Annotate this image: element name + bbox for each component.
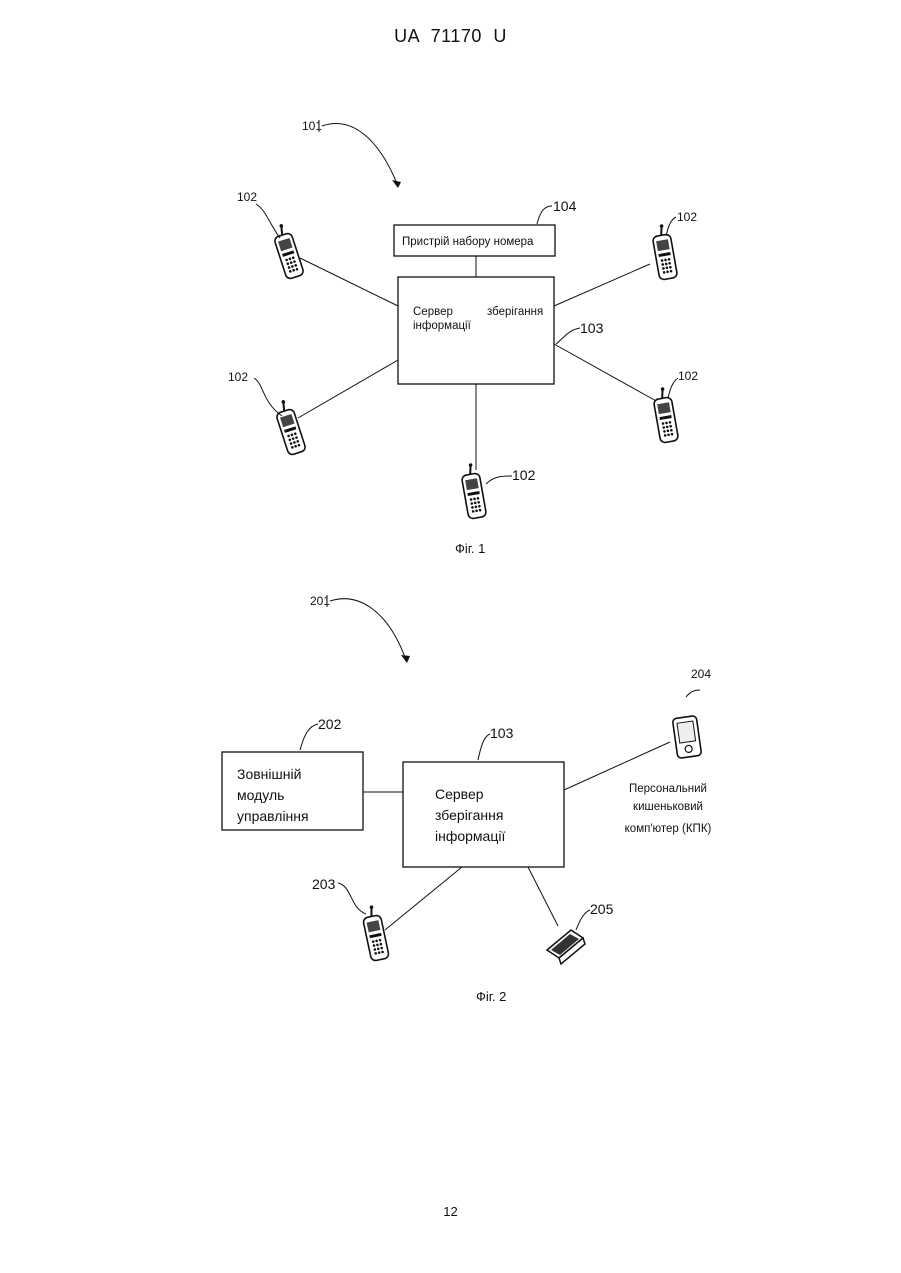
fig1-phone-top-left-leader	[256, 204, 280, 238]
fig2-control-line-2: модуль	[237, 787, 284, 803]
fig1-phone-bottom-left-icon	[272, 398, 306, 456]
fig2-phone-leader	[338, 883, 366, 914]
fig1-phone-bottom-left-leader	[254, 378, 282, 416]
fig2-pda-text-2: кишеньковий	[633, 801, 703, 813]
figure-2: 201 Зовнішній модуль управління 202 Серв…	[222, 594, 712, 1004]
fig1-phone-bottom-icon	[459, 462, 486, 519]
fig1-arrowhead	[392, 180, 401, 188]
fig1-phone-bottom-leader	[486, 476, 512, 484]
fig2-system-arrow	[330, 599, 406, 660]
fig2-pda-leader	[686, 690, 700, 697]
fig1-phone-bottom-right-icon	[651, 386, 678, 443]
fig2-server-line-2: зберігання	[435, 807, 503, 823]
fig2-link-laptop	[528, 867, 558, 926]
fig2-server-leader	[478, 734, 490, 760]
fig1-dialer-text: Пристрій набору номера	[402, 236, 534, 248]
fig1-server-text-b: зберігання	[487, 306, 543, 318]
fig1-phone-bottom-right-leader	[668, 378, 678, 398]
fig2-pda-label: 204	[691, 667, 711, 681]
fig1-link-phone-bottom-left	[298, 360, 398, 418]
fig2-pda-icon	[672, 716, 701, 759]
fig1-system-arrow	[322, 124, 398, 187]
fig2-server-line-3: інформації	[435, 828, 505, 844]
figure-1: 101 Пристрій набору номера 104 Сервер зб…	[228, 119, 698, 556]
page-number: 12	[0, 1204, 901, 1219]
fig1-phone-bottom-right-label: 102	[678, 369, 698, 383]
fig1-phone-top-right-leader	[666, 217, 676, 236]
fig2-pda-text-1: Персональний	[629, 783, 707, 795]
fig1-phone-top-left-label: 102	[237, 190, 257, 204]
fig2-phone-label: 203	[312, 876, 336, 892]
fig2-caption: Фіг. 2	[476, 989, 506, 1004]
fig2-phone-icon	[360, 904, 389, 961]
fig1-phone-top-right-label: 102	[677, 210, 697, 224]
fig1-server-text-a: Сервер	[413, 306, 453, 318]
fig2-laptop-icon	[547, 930, 585, 964]
fig2-server-label: 103	[490, 725, 514, 741]
fig2-control-leader	[300, 724, 318, 750]
fig2-laptop-label: 205	[590, 901, 614, 917]
fig1-link-phone-top-right	[554, 264, 650, 306]
fig2-control-line-1: Зовнішній	[237, 766, 301, 782]
fig1-link-phone-bottom-right	[554, 344, 658, 402]
fig1-caption: Фіг. 1	[455, 541, 485, 556]
fig1-server-text-c: інформації	[413, 320, 472, 332]
fig1-phone-bottom-label: 102	[512, 467, 536, 483]
fig1-dialer-leader	[537, 206, 552, 224]
fig2-link-phone	[385, 867, 462, 930]
fig1-server-label: 103	[580, 320, 604, 336]
fig1-phone-bottom-left-label: 102	[228, 370, 248, 384]
fig1-link-phone-top-left	[300, 258, 398, 306]
fig2-server-line-1: Сервер	[435, 786, 484, 802]
fig1-phone-top-right-icon	[650, 223, 677, 280]
fig2-pda-text-3: комп'ютер (КПК)	[625, 823, 712, 835]
fig2-control-line-3: управління	[237, 808, 309, 824]
fig1-server-leader	[556, 328, 580, 344]
fig2-laptop-leader	[576, 910, 590, 930]
fig1-dialer-label: 104	[553, 198, 577, 214]
fig2-arrowhead	[401, 655, 410, 663]
fig2-control-label: 202	[318, 716, 342, 732]
